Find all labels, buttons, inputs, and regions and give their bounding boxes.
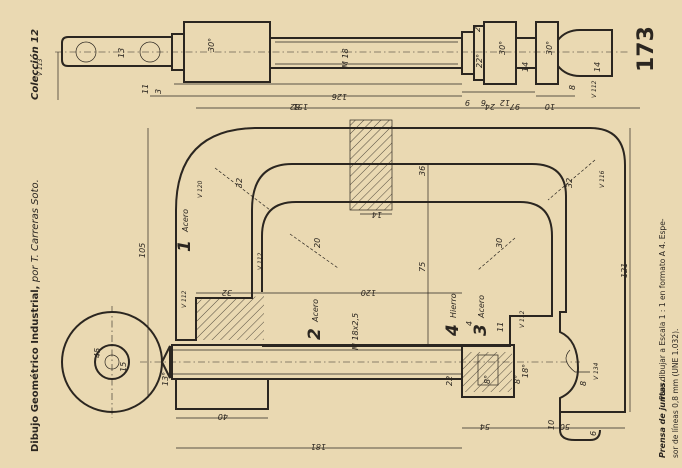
dim: 32 (565, 178, 574, 188)
dim: 2 (473, 27, 482, 32)
dim: 22° (475, 54, 484, 68)
dim: 121 (620, 263, 629, 278)
top-view (55, 21, 630, 100)
caption-instructions-cont: sor de líneas 0,8 mm (UNE 1.032). (671, 328, 680, 458)
dim: 10 (545, 102, 555, 111)
dim: 13 (117, 48, 126, 58)
dim: 18° (521, 364, 530, 378)
dim: 11 (141, 84, 150, 94)
dim: 8° (483, 375, 492, 384)
main-view (61, 107, 640, 449)
dim: 50 (560, 422, 570, 431)
dim: 15 (119, 362, 128, 372)
dim: 4 (465, 321, 474, 326)
part-number: 4 (443, 324, 463, 337)
surface-mark: V 112 (257, 252, 264, 270)
part-material: Acero (311, 299, 320, 323)
surface-mark: V 134 (593, 362, 600, 380)
dim: 22 (445, 376, 454, 386)
surface-mark: V 112 (181, 290, 188, 308)
part-number: 3 (471, 324, 491, 336)
frame-outline (175, 127, 626, 413)
surface-mark: V 113 (37, 58, 44, 76)
dim: M 18 (341, 48, 350, 68)
dim: 45 (93, 348, 102, 358)
dim: 75 (418, 262, 427, 272)
section-hatch-left (196, 296, 264, 340)
dim: 8 (579, 381, 588, 386)
collection-label: Colección 12 (30, 28, 41, 100)
dim: 32 (222, 288, 232, 297)
caption-instructions: Para dibujar a Escala 1 : 1 en formato A… (658, 218, 667, 400)
dim: 40 (218, 412, 228, 421)
dim: 32 (235, 178, 244, 188)
dim: 105 (138, 243, 147, 258)
dim: 97 (509, 102, 520, 111)
dim: 10 (547, 420, 556, 430)
dim: 24 (485, 102, 495, 111)
dim: 11 (496, 322, 505, 332)
dim: 6 (589, 431, 598, 436)
part-number: 2 (305, 328, 325, 340)
dim: 82 (290, 102, 300, 111)
dim: 6 (481, 98, 486, 107)
pad-section (462, 352, 512, 392)
part-number: 1 (175, 240, 195, 252)
dim: 20 (313, 238, 322, 248)
dim: 9 (465, 98, 470, 107)
author-text: por T. Carreras Soto. (30, 179, 41, 283)
surface-mark: V 112 (591, 80, 598, 98)
surface-mark: V 116 (599, 170, 606, 188)
top-view-dims: 30° M 18 13 3 11 126 151 22° 9 2 30° 14 … (37, 27, 602, 111)
section-hatch-top (350, 120, 392, 210)
dim: 14 (593, 62, 602, 72)
dim: 30° (207, 38, 216, 52)
dim: 13° (161, 372, 170, 386)
dim: 8° (513, 375, 522, 384)
surface-mark: V 120 (197, 180, 204, 198)
dim: 3 (154, 89, 163, 94)
dim: 12 (500, 98, 510, 107)
dim: 151 (293, 102, 308, 111)
dim: 126 (332, 92, 347, 101)
surface-mark: V 112 (519, 310, 526, 328)
dim: M 18x2,5 (351, 313, 360, 350)
dim: 30° (545, 41, 554, 55)
dim: 36 (418, 166, 427, 176)
dim: 120 (361, 288, 376, 297)
frame-opening (261, 201, 553, 347)
part-material: Acero (181, 209, 190, 233)
dim: 30° (498, 41, 507, 55)
dim: 14 (372, 210, 382, 219)
part-labels: 1 Acero 2 Acero 3 Acero 4 Hierro (175, 209, 491, 340)
part-material: Hierro (449, 293, 458, 318)
part-material: Acero (477, 295, 486, 319)
main-view-dims: 82 97 36 14 32 32 20 30 105 75 32 120 M … (93, 102, 629, 451)
dim: 14 (521, 62, 530, 72)
sheet-number: 173 (634, 26, 659, 72)
sheet-title: Dibujo Geométrico Industrial, por T. Car… (30, 179, 41, 452)
dim: 30 (495, 238, 504, 248)
dim: 8 (568, 85, 577, 90)
dim: 54 (480, 422, 490, 431)
title-text: Dibujo Geométrico Industrial, (30, 285, 41, 452)
dim: 181 (311, 442, 326, 451)
